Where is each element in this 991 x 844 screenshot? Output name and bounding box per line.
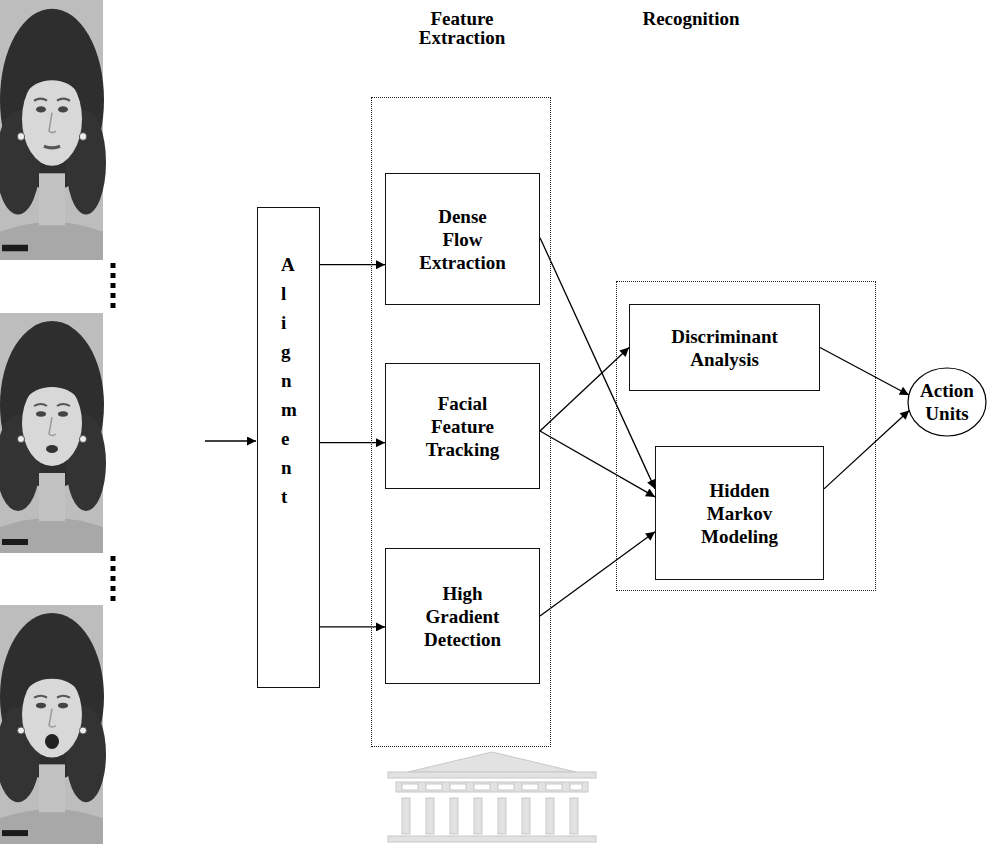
ellipse-outline <box>908 368 986 436</box>
connector-arrow <box>540 431 655 497</box>
process-box: Hidden Markov Modeling <box>655 446 824 580</box>
box-label: Action Units <box>916 379 978 425</box>
box-label: Dense Flow Extraction <box>418 205 508 274</box>
face-photo <box>0 605 106 844</box>
connector-arrow <box>320 626 385 627</box>
process-box: High Gradient Detection <box>385 548 540 684</box>
connector-arrow <box>320 442 385 443</box>
logo-watermark <box>388 752 596 842</box>
process-box: Dense Flow Extraction <box>385 173 540 305</box>
face-photo <box>0 313 106 553</box>
face-photo <box>0 0 106 260</box>
connector-arrow <box>320 264 385 265</box>
connector-arrow <box>540 532 655 616</box>
box-label: High Gradient Detection <box>418 582 508 651</box>
group-heading: Feature Extraction <box>412 9 512 47</box>
box-label: Hidden Markov Modeling <box>690 479 790 548</box>
connector-arrow <box>824 410 909 488</box>
ellipsis-dots <box>111 263 116 310</box>
output-ellipse: Action Units <box>907 367 987 437</box>
process-box: Alignment <box>257 207 320 688</box>
ellipsis-dots <box>111 556 116 603</box>
connector-arrow <box>820 348 909 396</box>
group-heading: Recognition <box>616 9 766 28</box>
input-arrow <box>205 440 256 441</box>
group-box: Feature ExtractionDense Flow ExtractionF… <box>371 97 551 747</box>
process-box: Discriminant Analysis <box>629 304 820 391</box>
process-box: Facial Feature Tracking <box>385 363 540 489</box>
box-label: Facial Feature Tracking <box>418 392 508 461</box>
box-label: Alignment <box>281 250 291 511</box>
group-box: RecognitionDiscriminant AnalysisHidden M… <box>616 281 876 591</box>
ellipse-outline <box>907 367 987 437</box>
box-label: Discriminant Analysis <box>665 325 785 371</box>
